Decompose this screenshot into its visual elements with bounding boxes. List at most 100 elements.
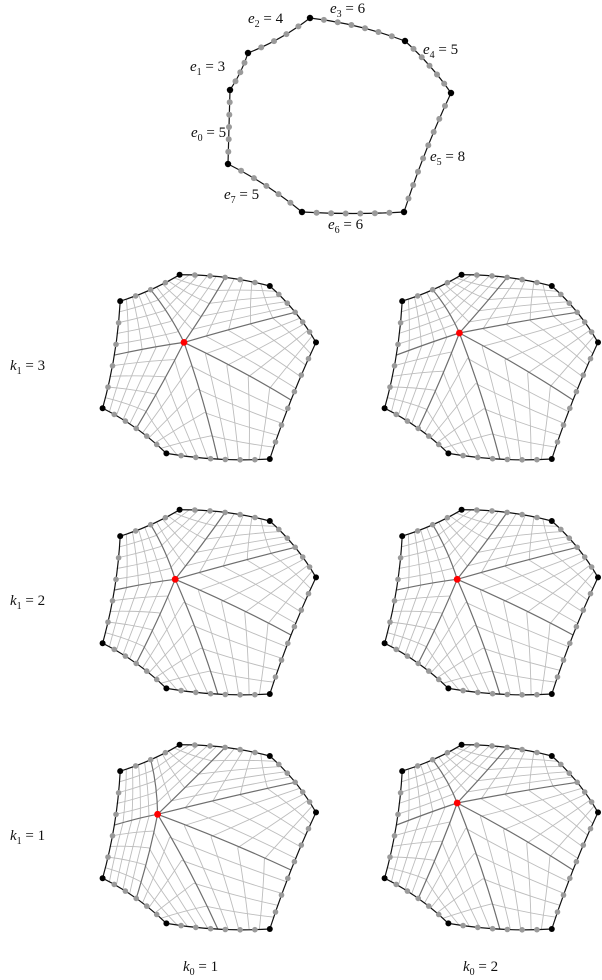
grid-curve	[138, 294, 157, 348]
boundary-vertex	[348, 22, 355, 28]
grid-curve	[181, 859, 283, 895]
singular-vertex	[453, 799, 461, 807]
grid-curve	[208, 296, 281, 304]
grid-curve	[239, 794, 307, 836]
grid-curve	[173, 277, 217, 291]
boundary-vertex	[587, 355, 594, 362]
grid-curve	[272, 318, 312, 355]
boundary-vertex	[404, 653, 411, 659]
grid-curve	[497, 524, 557, 527]
boundary-vertex	[581, 789, 588, 795]
grid-curve	[122, 347, 157, 421]
boundary-vertex	[573, 858, 580, 865]
boundary-vertex	[225, 136, 232, 143]
singular-vertex	[453, 575, 461, 583]
singular-vertex	[171, 575, 179, 583]
boundary-vertex	[298, 607, 305, 613]
grid-curve	[506, 324, 584, 378]
boundary-vertex	[133, 895, 139, 902]
boundary-vertex	[474, 272, 480, 278]
corner-vertex	[458, 271, 465, 278]
grid-curve	[226, 365, 240, 460]
grid-curve	[157, 274, 189, 301]
corner-vertex	[99, 640, 106, 647]
grid-curve	[426, 409, 460, 455]
grid-curve	[526, 800, 590, 844]
boundary-vertex	[420, 155, 427, 162]
boundary-vertex	[284, 535, 291, 541]
grid-curve	[487, 296, 563, 301]
grid-curve	[247, 376, 250, 460]
boundary-vertex	[588, 799, 595, 805]
grid-curve	[198, 552, 300, 591]
grid-curve	[542, 754, 554, 787]
boundary-vertex	[192, 742, 198, 748]
boundary-vertex	[278, 422, 285, 428]
grid-curve	[400, 297, 439, 313]
grid-curve	[526, 612, 532, 695]
grid-curve	[258, 858, 265, 930]
boundary-vertex	[272, 439, 279, 445]
grid-curve	[205, 336, 297, 389]
grid-curve	[477, 536, 568, 554]
corner-vertex	[313, 574, 319, 581]
boundary-vertex	[313, 209, 320, 216]
boundary-vertex	[566, 535, 573, 541]
grid-curve	[449, 750, 488, 771]
corner-vertex	[445, 920, 452, 927]
main-curve	[183, 277, 226, 343]
boundary-vertex	[122, 653, 129, 659]
grid-curve	[125, 533, 128, 589]
main-curve	[459, 311, 578, 334]
grid-curve	[411, 337, 448, 425]
corner-vertex	[595, 574, 601, 581]
boundary-vertex	[410, 182, 417, 188]
main-curve	[432, 289, 460, 334]
grid-curve	[144, 864, 188, 926]
grid-curve	[529, 282, 535, 321]
grid-curve	[160, 905, 206, 919]
corner-vertex	[306, 14, 314, 22]
main-curve	[458, 332, 501, 460]
grid-curve	[216, 289, 275, 292]
main-curve	[396, 578, 458, 591]
boundary-vertex	[566, 300, 573, 307]
grid-curve	[477, 771, 568, 782]
grid-curve	[140, 881, 178, 925]
grid-curve	[433, 629, 470, 691]
boundary-vertex	[162, 279, 169, 286]
grid-curve	[154, 393, 188, 456]
grid-curve	[504, 515, 526, 567]
grid-curve	[109, 845, 150, 849]
grid-curve	[426, 526, 446, 582]
main-curve	[432, 759, 458, 804]
mesh-panel-r0-c0	[99, 271, 319, 463]
grid-curve	[197, 590, 229, 695]
boundary-vertex	[567, 640, 573, 647]
corner-vertex	[244, 49, 252, 57]
boundary-vertex	[393, 411, 400, 418]
mesh-panel-r1-c0	[99, 506, 319, 698]
grid-curve	[144, 526, 164, 582]
grid-curve	[442, 510, 481, 547]
grid-curve	[228, 330, 302, 378]
main-curve	[150, 289, 185, 343]
boundary-vertex	[207, 273, 213, 279]
main-curve	[150, 759, 159, 815]
boundary-vertex	[284, 300, 291, 307]
grid-curve	[404, 341, 435, 421]
grid-curve	[528, 517, 535, 561]
grid-curve	[449, 280, 489, 301]
boundary-vertex	[573, 388, 580, 395]
grid-curve	[397, 793, 453, 815]
grid-curve	[481, 317, 582, 347]
boundary-vertex	[105, 384, 111, 390]
grid-curve	[526, 843, 532, 930]
grid-curve	[553, 316, 594, 355]
boundary-vertex	[371, 210, 378, 217]
boundary-vertex	[554, 909, 561, 915]
grid-curve	[437, 509, 471, 537]
grid-curve	[455, 747, 498, 759]
boundary-vertex	[391, 833, 398, 839]
grid-curve	[115, 585, 140, 652]
